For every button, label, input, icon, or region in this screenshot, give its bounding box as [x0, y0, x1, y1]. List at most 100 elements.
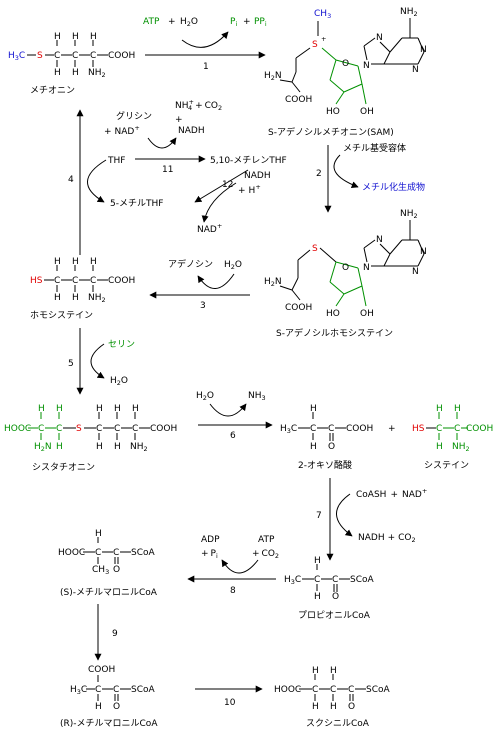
svg-text:5-メチルTHF: 5-メチルTHF — [110, 198, 163, 209]
succinyl-coa-structure: HOOC C C C SCoA H H H H O — [274, 666, 391, 712]
svg-text:O: O — [113, 565, 120, 575]
svg-text:S: S — [312, 40, 318, 50]
svg-text:C: C — [310, 424, 316, 434]
svg-text:H: H — [54, 68, 61, 78]
cysteine-label: システイン — [424, 460, 469, 471]
svg-text:9: 9 — [112, 629, 118, 639]
svg-text:C: C — [454, 424, 460, 434]
svg-text:OH: OH — [360, 107, 374, 117]
svg-text:+Pi: +Pi — [201, 549, 218, 560]
svg-text:O: O — [342, 263, 349, 273]
folate-cycle: THF 5,10-メチレンTHF 5-メチルTHF グリシン +NAD+ NH+… — [104, 98, 287, 235]
svg-text:NH3: NH3 — [248, 391, 266, 402]
svg-text:11: 11 — [162, 165, 173, 175]
homocysteine-label: ホモシステイン — [30, 310, 93, 321]
svg-text:C: C — [330, 685, 336, 695]
svg-text:N: N — [412, 267, 419, 277]
svg-text:H2O: H2O — [110, 376, 128, 387]
svg-text:COOH: COOH — [285, 95, 312, 105]
svg-text:7: 7 — [316, 511, 322, 521]
svg-text:H: H — [54, 293, 61, 303]
svg-text:NADH+CO2: NADH+CO2 — [358, 533, 416, 544]
svg-text:+: + — [175, 115, 183, 125]
svg-text:H: H — [132, 404, 139, 414]
svg-text:H2N: H2N — [34, 442, 52, 453]
svg-text:H2N: H2N — [264, 277, 282, 288]
svg-text:5,10-メチレンTHF: 5,10-メチレンTHF — [210, 155, 287, 166]
svg-text:S: S — [37, 51, 43, 61]
s-methylmalonyl-coa-structure: HOOC C C SCoA H CH3 O — [58, 529, 156, 576]
svg-text:+NAD+: +NAD+ — [104, 124, 140, 137]
svg-text:OH: OH — [360, 309, 374, 319]
svg-text:SCoA: SCoA — [366, 685, 391, 695]
svg-text:C: C — [114, 424, 120, 434]
svg-text:H: H — [54, 257, 61, 267]
svg-text:H: H — [56, 442, 63, 452]
svg-text:O: O — [113, 702, 120, 712]
svg-text:C: C — [436, 424, 442, 434]
s-methylmalonyl-coa-label: (S)-メチルマロニルCoA — [60, 587, 158, 598]
svg-text:H: H — [310, 404, 317, 414]
svg-text:H: H — [56, 404, 63, 414]
svg-text:メチル基受容体: メチル基受容体 — [343, 142, 406, 154]
r-methylmalonyl-coa-label: (R)-メチルマロニルCoA — [60, 718, 158, 729]
svg-text:Pi: Pi — [230, 17, 237, 28]
svg-text:HS: HS — [30, 276, 43, 286]
svg-text:C: C — [90, 51, 96, 61]
svg-text:C: C — [38, 424, 44, 434]
svg-text:H: H — [72, 257, 79, 267]
svg-text:セリン: セリン — [108, 339, 135, 350]
svg-text:COOH: COOH — [108, 51, 135, 61]
propionyl-coa-label: プロピオニルCoA — [298, 610, 371, 621]
svg-text:N: N — [420, 45, 427, 55]
reaction-3: アデノシン H2O 3 — [149, 258, 250, 311]
svg-text:O: O — [328, 442, 335, 452]
svg-text:NH2: NH2 — [130, 442, 148, 453]
svg-text:N: N — [363, 263, 370, 273]
svg-text:NH2: NH2 — [452, 442, 470, 453]
methyl-group: H3C — [8, 51, 25, 62]
svg-text:C: C — [95, 548, 101, 558]
svg-text:H: H — [114, 442, 121, 452]
sah-structure: S H2N COOH O HO OH N N N N NH2 — [264, 209, 427, 319]
reaction-1: ATP + H2O Pi + PPi 1 — [143, 17, 267, 72]
svg-text:H2O: H2O — [180, 17, 198, 28]
svg-text:6: 6 — [230, 431, 236, 441]
svg-text:H: H — [96, 442, 103, 452]
svg-text:COOH: COOH — [346, 424, 373, 434]
svg-text:ATP: ATP — [143, 17, 160, 27]
svg-text:O: O — [342, 59, 349, 69]
svg-text:NH+4+CO2: NH+4+CO2 — [175, 98, 222, 112]
svg-text:C: C — [113, 685, 119, 695]
svg-text:H: H — [312, 666, 319, 676]
svg-text:COOH: COOH — [88, 665, 115, 675]
svg-text:C: C — [96, 424, 102, 434]
svg-text:C: C — [328, 424, 334, 434]
svg-text:H: H — [38, 404, 45, 414]
svg-text:C: C — [312, 685, 318, 695]
svg-text:THF: THF — [107, 156, 125, 166]
svg-text:3: 3 — [200, 301, 206, 311]
sam-structure: CH3 S + H2N COOH O HO OH N N N — [264, 7, 427, 117]
reaction-10: 10 — [195, 685, 263, 708]
svg-text:NH2: NH2 — [400, 7, 418, 18]
cysteine-structure: HS C C COOH H H H NH2 — [412, 404, 493, 453]
svg-text:メチル化生成物: メチル化生成物 — [362, 181, 425, 193]
svg-text:HS: HS — [412, 424, 425, 434]
svg-text:HOOC: HOOC — [274, 685, 301, 695]
reaction-6: H2O NH3 6 — [196, 391, 273, 441]
svg-text:PPi: PPi — [254, 17, 267, 28]
svg-text:アデノシン: アデノシン — [168, 258, 213, 270]
svg-text:+: + — [243, 17, 251, 27]
svg-text:H: H — [95, 702, 102, 712]
svg-text:SCoA: SCoA — [131, 548, 156, 558]
svg-text:HOOC: HOOC — [4, 424, 31, 434]
svg-text:H: H — [314, 592, 321, 602]
svg-text:10: 10 — [224, 698, 236, 708]
svg-text:C: C — [314, 575, 320, 585]
svg-text:SCoA: SCoA — [131, 685, 156, 695]
svg-text:SCoA: SCoA — [350, 575, 375, 585]
svg-text:H2N: H2N — [264, 71, 282, 82]
cystathionine-structure: HOOC C C S C C C COOH H H2N H H H H H H … — [4, 404, 177, 453]
